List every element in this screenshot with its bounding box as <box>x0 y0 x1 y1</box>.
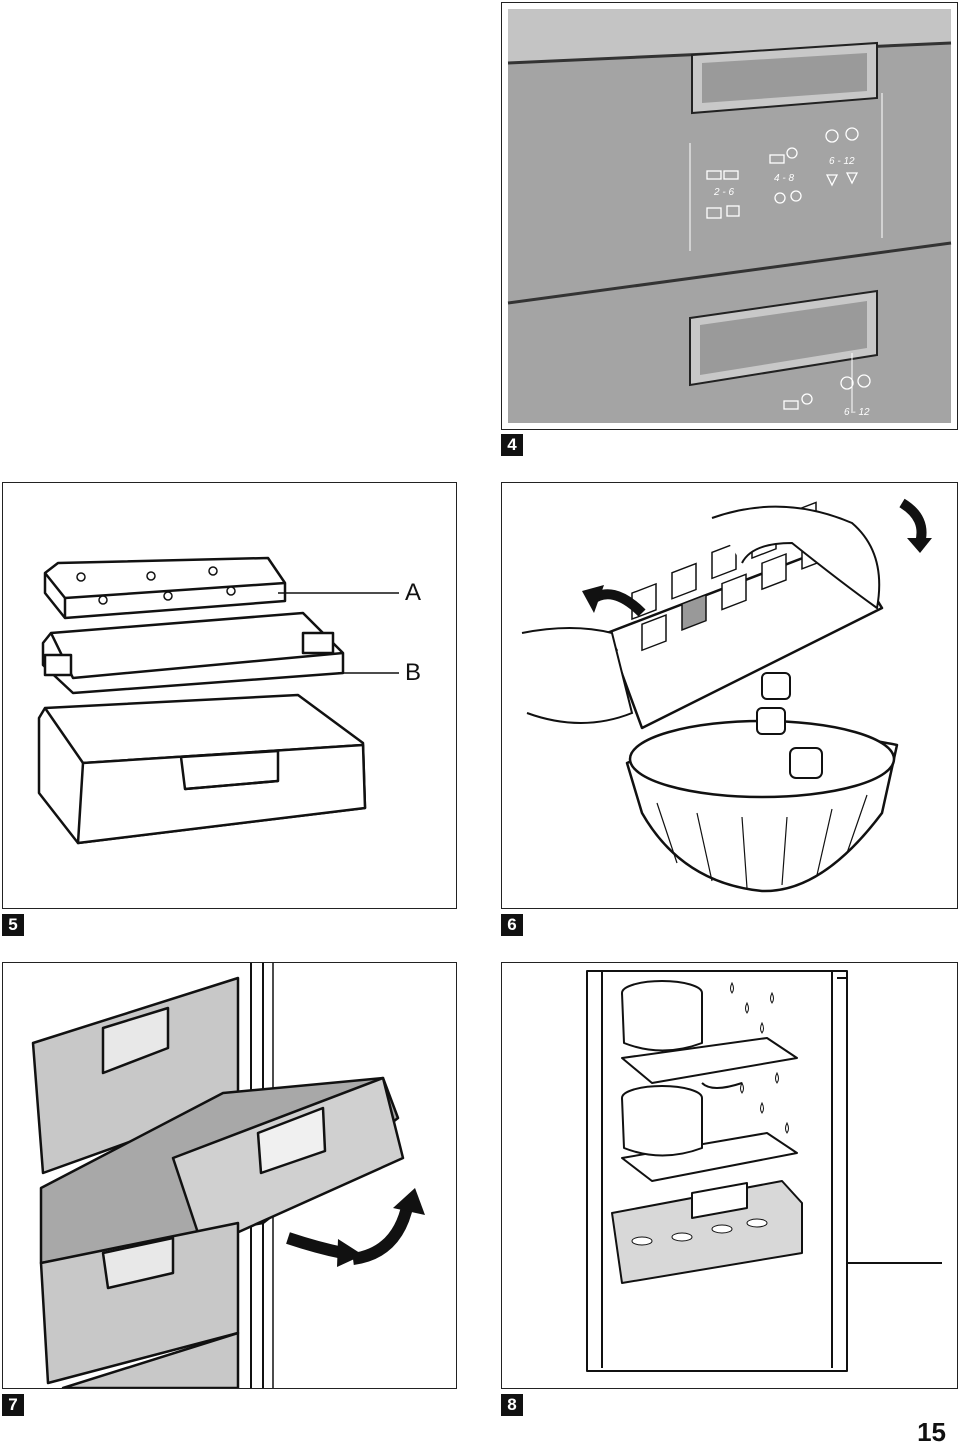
callout-label-a: A <box>405 579 422 606</box>
figure-number-6: 6 <box>501 914 523 936</box>
zone-label-2: 4 - 8 <box>774 173 794 184</box>
figure-number-7: 7 <box>2 1394 24 1416</box>
page-number: 15 <box>917 1417 946 1447</box>
tray-and-accumulator-illustration <box>37 556 399 845</box>
zone-label-3: 6 - 12 <box>829 156 855 167</box>
figure-number-4: 4 <box>501 434 523 456</box>
figure-5-panel: A B <box>2 482 457 909</box>
figure-number-5: 5 <box>2 914 24 936</box>
drawer-removal-illustration <box>3 963 456 1388</box>
figure-4-panel: 2 - 6 4 - 8 6 - 12 6 - 12 <box>501 2 958 430</box>
ice-cube-tray-illustration <box>521 498 932 893</box>
zone-label-1: 2 - 6 <box>713 187 734 198</box>
figure-8-panel <box>501 962 958 1389</box>
defrosting-illustration <box>586 970 942 1372</box>
figure-number-8: 8 <box>501 1394 523 1416</box>
figure-6-panel <box>501 482 958 909</box>
zone-label-lower: 6 - 12 <box>844 407 870 418</box>
freezer-drawers-illustration: 2 - 6 4 - 8 6 - 12 6 - 12 <box>507 9 952 423</box>
figure-7-panel <box>2 962 457 1389</box>
callout-label-b: B <box>405 659 422 686</box>
